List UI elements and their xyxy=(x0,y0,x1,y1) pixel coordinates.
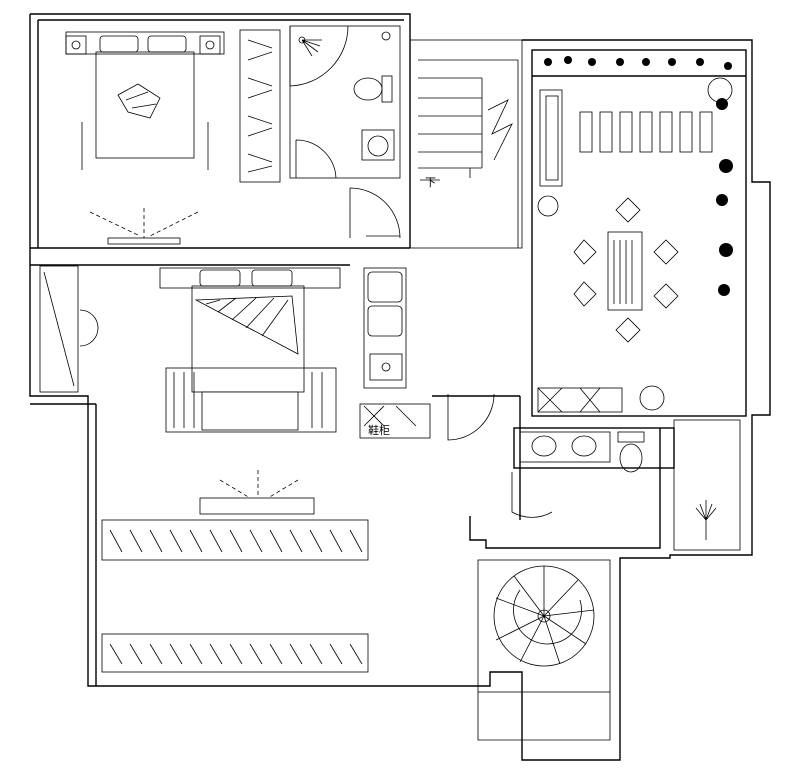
outdoor-chair-icon xyxy=(573,197,679,343)
kitchenette xyxy=(363,267,407,389)
wardrobe xyxy=(239,29,281,183)
shoe-cabinet-label: 鞋柜 xyxy=(368,423,390,437)
shoe-cabinet: 鞋柜 xyxy=(359,403,431,439)
sink-icon xyxy=(519,431,611,463)
bed-icon xyxy=(159,267,341,433)
ensuite-bathroom xyxy=(289,25,401,179)
plant-icon xyxy=(695,500,717,540)
wardrobe xyxy=(101,519,369,673)
tv-icon xyxy=(199,470,315,515)
bedroom-middle xyxy=(39,265,369,673)
corridor xyxy=(432,393,521,520)
spiral-stair-icon xyxy=(477,559,611,741)
bedroom-top-left xyxy=(65,29,401,245)
toilet-icon xyxy=(353,75,393,103)
common-bathroom xyxy=(469,427,675,549)
shower-icon xyxy=(298,36,322,57)
dining-table-icon xyxy=(607,231,643,311)
down-label: 下 xyxy=(425,176,436,189)
terrace xyxy=(531,49,747,417)
staircase: 下 xyxy=(409,39,523,249)
bed-icon xyxy=(65,31,225,170)
desk-chair-icon xyxy=(39,265,99,393)
toilet-icon xyxy=(617,431,645,473)
sunbeds xyxy=(579,111,713,153)
sink-icon xyxy=(361,129,395,161)
side-balcony xyxy=(673,419,741,551)
tv-icon xyxy=(89,208,199,245)
plant-icon xyxy=(537,56,733,411)
